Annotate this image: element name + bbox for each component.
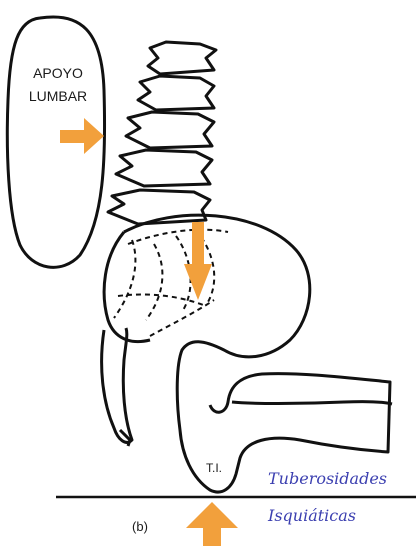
support-label-line1: APOYO (33, 65, 83, 81)
vertebra-2 (138, 76, 214, 110)
lumbar-vertebrae (108, 42, 216, 224)
vertebra-4 (116, 150, 212, 186)
vertebra-3 (126, 112, 214, 148)
femur-shaft (232, 402, 392, 404)
sacrum-dashed-lines (114, 230, 228, 336)
ilium-outline (124, 215, 390, 492)
handwritten-label-line1: Tuberosidades (268, 469, 387, 488)
panel-label: (b) (132, 519, 148, 534)
ti-label: T.I. (206, 461, 222, 475)
lumbar-pressure-arrow-icon (60, 118, 104, 154)
pelvis (102, 215, 392, 492)
ground-reaction-arrow-icon (186, 502, 238, 546)
vertebra-1 (148, 42, 216, 74)
support-label-line2: LUMBAR (29, 88, 87, 104)
pelvis-front-edge (104, 232, 150, 342)
ischial-tail (102, 328, 132, 442)
handwritten-label-line2: Isquiáticas (267, 506, 356, 525)
